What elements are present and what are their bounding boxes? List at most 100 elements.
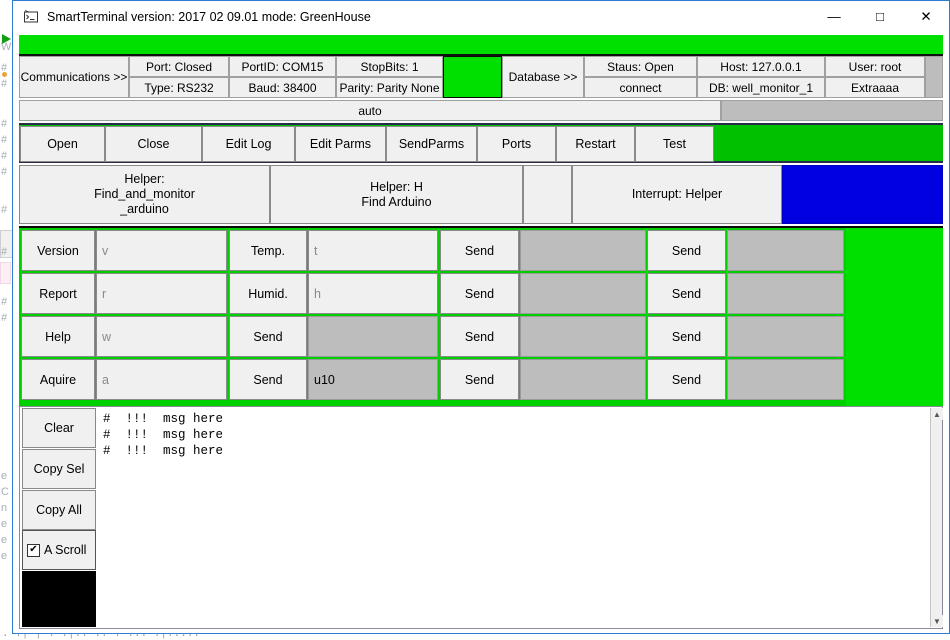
background-green-arrow-icon [2,34,11,44]
clear-button[interactable]: Clear [22,408,96,448]
console-line: # !!! msg here [103,412,224,426]
helper-find-and-monitor-arduino-button[interactable]: Helper: Find_and_monitor _arduino [19,165,270,224]
scroll-up-arrow-icon[interactable]: ▲ [931,408,943,420]
background-text-fragment: # [1,62,8,74]
minimize-button[interactable]: — [811,1,857,32]
command-button-aquire[interactable]: Aquire [21,359,95,400]
console-output[interactable]: # !!! msg here # !!! msg here # !!! msg … [99,408,931,627]
command-input-r2c3[interactable] [520,273,646,314]
background-text-fragment: C [1,486,9,498]
comm-status-indicator [443,56,502,98]
command-input-r3c4[interactable] [727,316,844,357]
command-button-send-r2c3[interactable]: Send [440,273,519,314]
scroll-down-arrow-icon[interactable]: ▼ [931,615,943,627]
window-controls: — □ ✕ [811,1,949,32]
status-portid[interactable]: PortID: COM15 [229,56,336,77]
helper-empty-slot[interactable] [523,165,572,224]
console-area: Clear Copy Sel Copy All ✔ A Scroll # !!!… [19,406,943,629]
command-grid-right-indicator [846,228,943,408]
command-input-r1c4[interactable] [727,230,844,271]
copy-sel-button[interactable]: Copy Sel [22,449,96,489]
restart-button[interactable]: Restart [556,126,635,162]
helper-find-arduino-button[interactable]: Helper: H Find Arduino [270,165,523,224]
test-button[interactable]: Test [635,126,714,162]
command-button-send-r2c4[interactable]: Send [647,273,726,314]
command-input-temp[interactable]: t [308,230,438,271]
ports-button[interactable]: Ports [477,126,556,162]
status-stopbits[interactable]: StopBits: 1 [336,56,443,77]
database-label[interactable]: Database >> [502,56,584,98]
helper-blue-indicator [782,165,943,224]
console-line: # !!! msg here [103,444,224,458]
command-button-send-r3c3[interactable]: Send [440,316,519,357]
status-parity[interactable]: Parity: Parity None [336,77,443,98]
status-spacer [925,56,943,98]
command-input-r3c2[interactable] [308,316,438,357]
close-button[interactable]: ✕ [903,1,949,32]
status-db-host[interactable]: Host: 127.0.0.1 [697,56,825,77]
command-input-r2c4[interactable] [727,273,844,314]
command-button-send-r4c4[interactable]: Send [647,359,726,400]
status-db-extra[interactable]: Extraaaa [825,77,925,98]
command-button-send-r3c4[interactable]: Send [647,316,726,357]
close-port-button[interactable]: Close [105,126,202,162]
command-input-r1c3[interactable] [520,230,646,271]
communications-label[interactable]: Communications >> [19,56,129,98]
console-side-buttons: Clear Copy Sel Copy All ✔ A Scroll [20,407,98,628]
background-text-fragment: n [1,502,8,514]
copy-all-button[interactable]: Copy All [22,490,96,530]
status-db-staus[interactable]: Staus: Open [584,56,697,77]
background-text-fragment: # [1,78,8,90]
command-input-version[interactable]: v [96,230,227,271]
toolbar: Open Close Edit Log Edit Parms SendParms… [19,123,943,163]
command-input-r3c3[interactable] [520,316,646,357]
command-button-help[interactable]: Help [21,316,95,357]
auto-bar-group: auto [19,100,943,121]
command-button-send-r3c2[interactable]: Send [229,316,307,357]
background-panel-pink [0,262,11,284]
command-button-send-r4c2[interactable]: Send [229,359,307,400]
command-input-r4c4[interactable] [727,359,844,400]
command-input-help[interactable]: w [96,316,227,357]
background-text-fragment: # [1,204,8,216]
command-button-humid[interactable]: Humid. [229,273,307,314]
auto-scroll-checkbox[interactable]: ✔ A Scroll [22,530,96,570]
background-text-fragment: e [1,518,8,530]
auto-status-bar[interactable]: auto [19,100,721,121]
status-db-user[interactable]: User: root [825,56,925,77]
command-button-report[interactable]: Report [21,273,95,314]
command-button-send-r1c3[interactable]: Send [440,230,519,271]
background-text-fragment: # [1,150,8,162]
auto-bar-spacer [721,100,943,121]
command-input-humid[interactable]: h [308,273,438,314]
background-text-fragment: # [1,118,8,130]
status-type[interactable]: Type: RS232 [129,77,229,98]
title-bar[interactable]: SmartTerminal version: 2017 02 09.01 mod… [13,1,949,33]
edit-log-button[interactable]: Edit Log [202,126,295,162]
window-bottom-edge [13,629,949,633]
command-button-send-r4c3[interactable]: Send [440,359,519,400]
open-button[interactable]: Open [20,126,105,162]
background-text-fragment: e [1,470,8,482]
edit-parms-button[interactable]: Edit Parms [295,126,386,162]
command-button-version[interactable]: Version [21,230,95,271]
command-button-temp[interactable]: Temp. [229,230,307,271]
status-db-name[interactable]: DB: well_monitor_1 [697,77,825,98]
command-input-r4c3[interactable] [520,359,646,400]
command-button-send-r1c4[interactable]: Send [647,230,726,271]
status-baud[interactable]: Baud: 38400 [229,77,336,98]
background-text-fragment: # [1,296,8,308]
send-parms-button[interactable]: SendParms [386,126,477,162]
status-port[interactable]: Port: Closed [129,56,229,77]
command-input-r4c2[interactable]: u10 [308,359,438,400]
status-db-connect[interactable]: connect [584,77,697,98]
terminal-icon [21,7,41,27]
window-title: SmartTerminal version: 2017 02 09.01 mod… [47,9,371,24]
background-text-fragment: # [1,166,8,178]
console-scrollbar[interactable]: ▲ ▼ [930,408,943,627]
client-area: Communications >> Port: Closed PortID: C… [13,32,949,633]
command-input-report[interactable]: r [96,273,227,314]
interrupt-helper-button[interactable]: Interrupt: Helper [572,165,782,224]
command-input-aquire[interactable]: a [96,359,227,400]
maximize-button[interactable]: □ [857,1,903,32]
